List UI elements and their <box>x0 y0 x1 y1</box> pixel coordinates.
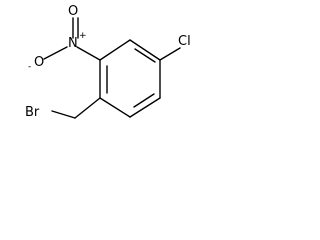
chloro-substituent: Cl <box>159 34 191 61</box>
ring-bond-1 <box>99 39 131 61</box>
ring-to-chlorine-bond <box>159 47 181 61</box>
benzene-ring <box>99 39 161 118</box>
ring-double-bond-1 <box>134 48 156 63</box>
ring-bond-2 <box>129 39 161 61</box>
methylene-to-bromine-bond <box>51 110 76 119</box>
ring-bond-5 <box>99 97 131 118</box>
nitro-nitrogen-label: N <box>68 36 78 51</box>
bromine-label: Br <box>25 105 40 120</box>
bromomethyl-substituent: Br <box>25 97 101 120</box>
chlorine-label: Cl <box>178 34 191 49</box>
nitro-positive-charge: + <box>79 31 87 41</box>
ring-bond-4 <box>129 97 161 118</box>
nitro-oxygen-left-label: O <box>34 55 44 70</box>
ring-to-nitro-bond <box>76 46 101 61</box>
nitro-single-bond <box>43 46 68 60</box>
nitro-group: N + O O - <box>28 4 101 72</box>
nitro-oxygen-top-label: O <box>68 4 78 19</box>
nitro-negative-charge: - <box>28 62 31 72</box>
structure-canvas: N + O O - Cl Br <box>0 0 198 134</box>
ring-to-methylene-bond <box>74 97 101 119</box>
ring-double-bond-2 <box>133 93 155 108</box>
molecule-diagram: N + O O - Cl Br <box>25 4 191 120</box>
